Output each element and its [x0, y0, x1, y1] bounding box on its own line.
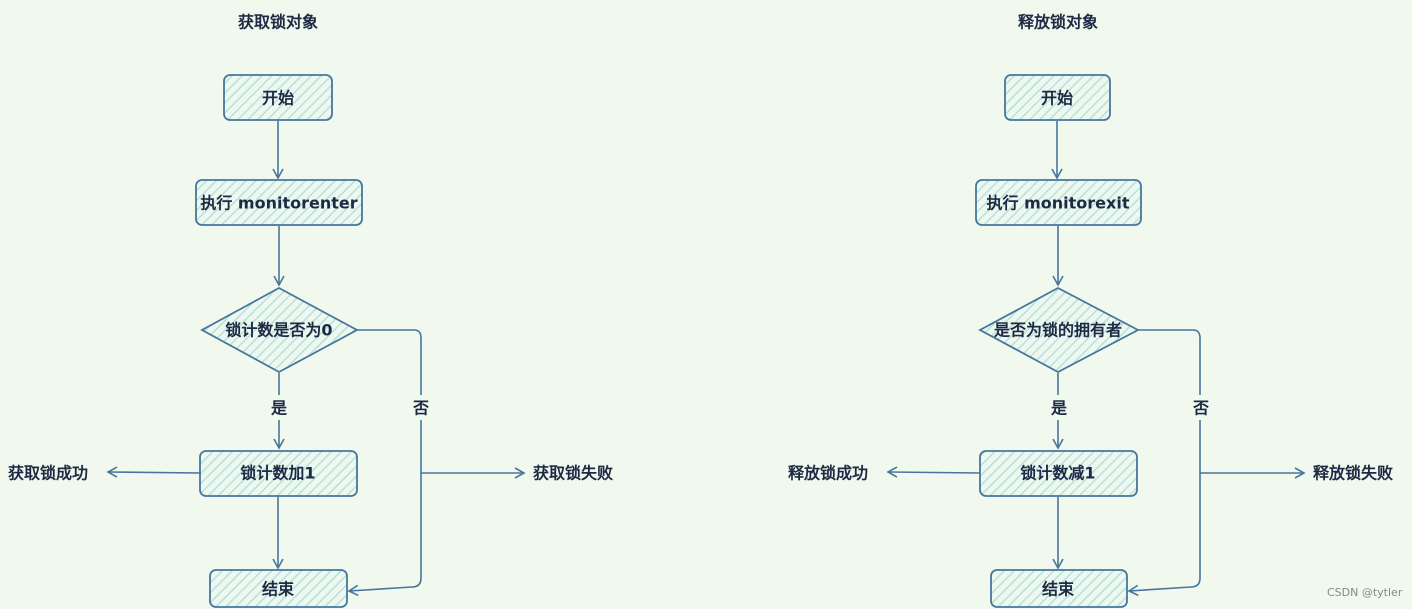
no-label: 否 [1192, 399, 1209, 418]
flow-title: 释放锁对象 [1018, 13, 1098, 32]
decision-node[interactable] [978, 286, 1140, 374]
exec-node[interactable] [195, 179, 363, 226]
end-label: 结束 [1041, 580, 1075, 599]
action-label: 锁计数减1 [1020, 464, 1095, 483]
decision-label: 锁计数是否为0 [225, 321, 332, 340]
exec-node[interactable] [975, 179, 1142, 226]
end-label: 结束 [261, 580, 295, 599]
decision-node[interactable] [200, 286, 359, 374]
success-label: 释放锁成功 [788, 464, 868, 483]
arrow-to-success [886, 466, 981, 478]
fail-label: 获取锁失败 [533, 464, 613, 483]
start-node[interactable] [1004, 74, 1111, 121]
exec-label: 执行 monitorexit [987, 194, 1130, 213]
arrow-to-success [106, 466, 201, 478]
action-label: 锁计数加1 [240, 464, 315, 483]
exec-label: 执行 monitorenter [200, 194, 357, 213]
end-node[interactable] [990, 569, 1128, 608]
start-node[interactable] [223, 74, 333, 121]
release-lock-flow: 释放锁对象 开始 执行 monitorexit 是否为锁的拥有者 是 否 释放锁… [788, 13, 1393, 608]
action-node[interactable] [979, 450, 1138, 497]
decision-label: 是否为锁的拥有者 [993, 321, 1122, 340]
yes-label: 是 [270, 399, 287, 418]
yes-label: 是 [1050, 399, 1067, 418]
start-label: 开始 [262, 89, 294, 108]
arrow-no [349, 329, 422, 591]
start-label: 开始 [1041, 89, 1073, 108]
no-label: 否 [412, 399, 429, 418]
end-node[interactable] [209, 569, 348, 608]
fail-label: 释放锁失败 [1313, 464, 1393, 483]
arrow-no [1129, 329, 1201, 591]
acquire-lock-flow: 获取锁对象 开始 执行 monitorenter 锁计数是否为0 是 否 获取锁… [8, 13, 613, 608]
watermark: CSDN @tytler [1327, 586, 1403, 599]
action-node[interactable] [199, 450, 358, 497]
success-label: 获取锁成功 [8, 464, 88, 483]
flow-title: 获取锁对象 [238, 13, 318, 32]
